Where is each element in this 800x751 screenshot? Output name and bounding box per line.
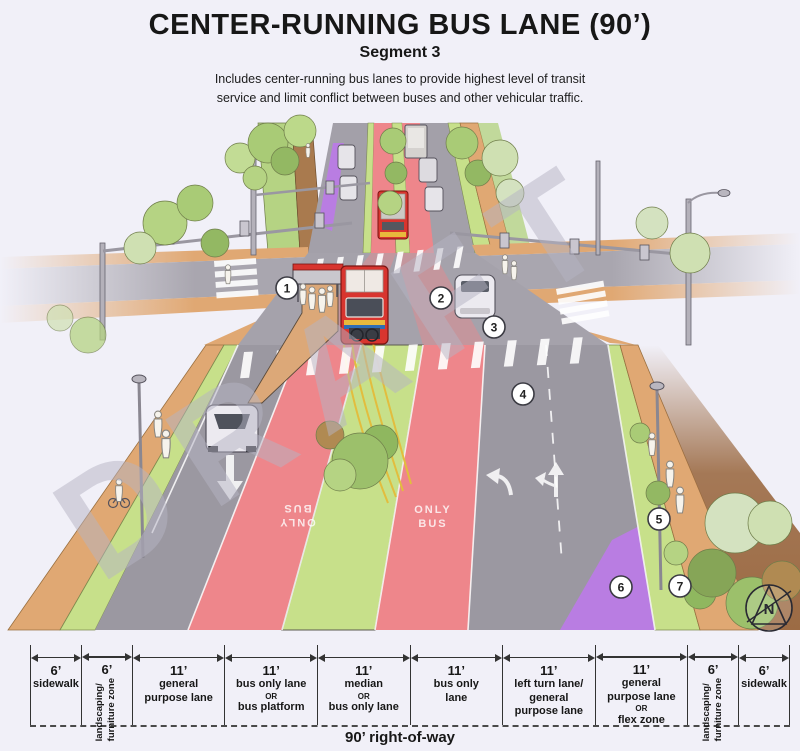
svg-text:ONLY: ONLY xyxy=(414,504,452,516)
straight-arrow-marking xyxy=(217,455,243,500)
svg-text:ONLY: ONLY xyxy=(278,516,316,528)
callout-1: 1 xyxy=(275,276,299,300)
svg-text:3: 3 xyxy=(491,321,498,335)
callout-6: 6 xyxy=(609,575,633,599)
pedestrians xyxy=(107,143,685,514)
cross-section-table: 6’ sidewalk 6’ landscaping/furniture zon… xyxy=(30,645,791,742)
north-arrow-icon: N xyxy=(745,584,793,632)
page-subtitle: Segment 3 xyxy=(359,43,441,61)
cyclist xyxy=(107,478,131,509)
header: CENTER-RUNNING BUS LANE (90’) Segment 3 … xyxy=(0,9,800,109)
svg-text:4: 4 xyxy=(520,388,527,402)
callout-3: 3 xyxy=(482,315,506,339)
svg-text:1: 1 xyxy=(284,282,291,296)
page-title: CENTER-RUNNING BUS LANE (90’) xyxy=(148,9,652,41)
lane-column-landscaping-east: 6’ landscaping/furniture zone xyxy=(687,645,739,742)
callout-2: 2 xyxy=(429,286,453,310)
dimension-arrow xyxy=(595,653,688,661)
lane-lines xyxy=(151,344,656,631)
street-illustration: ONLY BUS ONLY BUS DRAFT 1 2 3 xyxy=(0,114,800,632)
lane-column-landscaping-west: 6’ landscaping/furniture zone xyxy=(80,645,132,742)
dimension-arrow xyxy=(503,653,595,662)
cars-north-segment xyxy=(337,124,444,212)
svg-text:5: 5 xyxy=(656,513,663,527)
svg-text:BUS: BUS xyxy=(418,518,447,530)
truck xyxy=(404,124,428,159)
car-west-lane xyxy=(205,404,259,453)
description-line1: Includes center-running bus lanes to pro… xyxy=(214,71,586,86)
dimension-arrow xyxy=(739,653,790,662)
bus-southbound xyxy=(340,265,389,345)
trees xyxy=(46,114,800,630)
dimension-arrow xyxy=(81,653,132,661)
callout-7: 7 xyxy=(668,574,692,598)
bus-platform xyxy=(247,263,344,404)
callout-5: 5 xyxy=(647,507,671,531)
dimension-arrow xyxy=(31,653,81,662)
callouts: 1 2 3 4 5 6 7 xyxy=(275,276,692,599)
bus-only-marking-northbound: ONLY BUS xyxy=(414,504,452,530)
dimension-arrow xyxy=(225,653,317,662)
lane-column-sidewalk-west: 6’ sidewalk xyxy=(30,645,81,725)
west-arm-fade xyxy=(0,241,195,333)
turn-arrow-markings xyxy=(486,462,564,497)
bus-shelter xyxy=(292,263,344,302)
svg-text:BUS: BUS xyxy=(282,502,311,514)
callout-4: 4 xyxy=(511,382,535,406)
dimension-arrow xyxy=(410,653,503,662)
bus-only-marking-southbound: ONLY BUS xyxy=(278,502,316,528)
dimension-arrow xyxy=(688,653,739,661)
dimension-arrow xyxy=(317,653,410,662)
lane-column-sidewalk-east: 6’ sidewalk xyxy=(738,645,791,725)
svg-text:2: 2 xyxy=(438,292,445,306)
crosswalk-east-arm xyxy=(556,280,610,325)
svg-text:N: N xyxy=(764,601,775,618)
dimension-arrow xyxy=(132,653,225,662)
street-lamp-west xyxy=(131,374,147,559)
description: Includes center-running bus lanes to pro… xyxy=(0,70,800,109)
description-line2: service and limit conflict between buses… xyxy=(216,91,584,106)
svg-text:6: 6 xyxy=(618,581,625,595)
svg-text:7: 7 xyxy=(677,580,684,594)
right-of-way-label: 90’ right-of-way xyxy=(344,729,456,746)
car-east-approach xyxy=(454,274,496,319)
